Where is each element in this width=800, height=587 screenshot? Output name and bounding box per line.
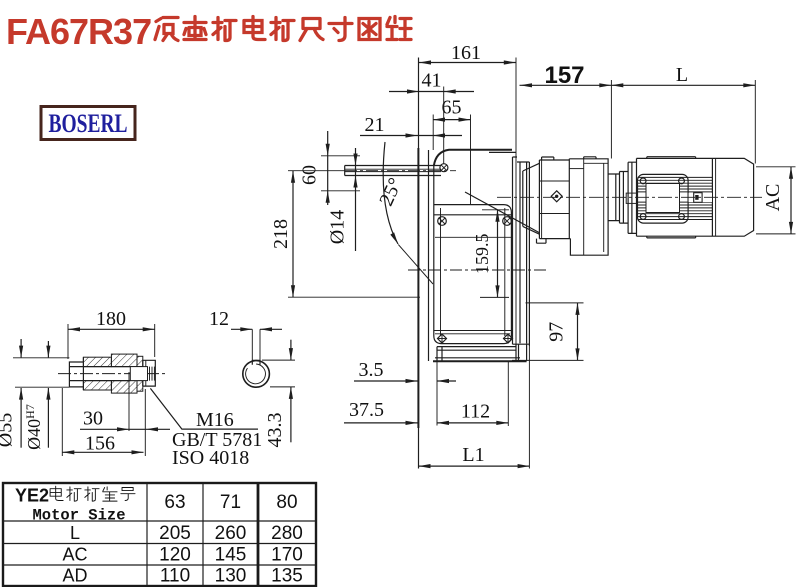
svg-text:280: 280	[271, 523, 303, 544]
svg-text:218: 218	[270, 219, 292, 249]
svg-text:120: 120	[159, 545, 191, 566]
svg-text:Ø55: Ø55	[0, 413, 17, 447]
svg-text:80: 80	[276, 492, 297, 513]
svg-text:65: 65	[442, 97, 462, 119]
svg-text:130: 130	[215, 566, 247, 587]
svg-text:159.5: 159.5	[472, 234, 492, 274]
svg-text:41: 41	[422, 70, 442, 92]
svg-text:71: 71	[220, 492, 241, 513]
svg-text:63: 63	[164, 492, 185, 513]
svg-text:12: 12	[209, 308, 229, 330]
svg-text:156: 156	[85, 433, 115, 455]
svg-text:L: L	[676, 64, 688, 86]
svg-text:M16: M16	[196, 409, 234, 431]
svg-text:205: 205	[159, 523, 191, 544]
svg-text:GB/T 5781: GB/T 5781	[172, 429, 262, 451]
svg-text:135: 135	[271, 566, 303, 587]
svg-text:L: L	[70, 523, 80, 543]
svg-text:YE2: YE2	[15, 486, 49, 506]
svg-text:BOSERL: BOSERL	[49, 109, 128, 138]
svg-text:145: 145	[215, 545, 247, 566]
svg-text:L1: L1	[462, 444, 484, 466]
svg-text:60: 60	[299, 165, 321, 185]
svg-text:170: 170	[271, 545, 303, 566]
svg-text:21: 21	[365, 114, 385, 136]
svg-text:157: 157	[544, 62, 584, 89]
svg-text:AC: AC	[62, 545, 87, 565]
svg-text:180: 180	[96, 308, 126, 330]
svg-text:30: 30	[83, 408, 103, 430]
svg-text:37.5: 37.5	[349, 399, 384, 421]
svg-text:112: 112	[461, 400, 490, 422]
svg-text:AC: AC	[762, 184, 784, 212]
svg-text:97: 97	[546, 322, 568, 342]
svg-text:Ø14: Ø14	[327, 210, 349, 244]
svg-text:3.5: 3.5	[359, 359, 384, 381]
svg-text:Motor Size: Motor Size	[32, 507, 125, 525]
svg-text:ISO 4018: ISO 4018	[172, 447, 249, 469]
svg-text:AD: AD	[62, 566, 87, 586]
svg-text:260: 260	[215, 523, 247, 544]
svg-text:110: 110	[160, 566, 190, 587]
svg-text:FA67R37: FA67R37	[6, 11, 151, 52]
svg-text:43.3: 43.3	[264, 413, 286, 448]
svg-text:161: 161	[451, 42, 481, 64]
